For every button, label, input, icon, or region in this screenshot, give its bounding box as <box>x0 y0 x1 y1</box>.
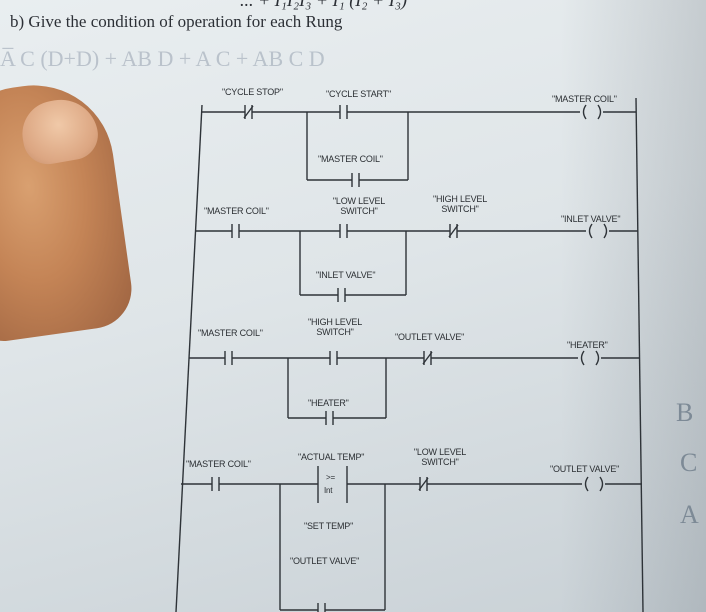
label-master-coil-output: "MASTER COIL" <box>552 94 617 104</box>
label-heater-latch: "HEATER" <box>308 398 349 408</box>
label-master-coil-r2: "MASTER COIL" <box>204 206 269 216</box>
margin-note-a: A <box>680 500 699 529</box>
label-outlet-valve-contact: "OUTLET VALVE" <box>395 332 465 342</box>
label-outlet-valve-latch: "OUTLET VALVE" <box>290 556 360 566</box>
paper-shadow <box>560 0 706 612</box>
bleed-through-text: A̅ C (D+D) + AB D + A C + AB C D <box>0 46 325 71</box>
label-master-coil-r4: "MASTER COIL" <box>186 459 251 469</box>
question-heading: b) Give the condition of operation for e… <box>10 12 343 31</box>
label-inlet-valve-latch: "INLET VALVE" <box>316 270 376 280</box>
label-actual-temp: "ACTUAL TEMP" <box>298 452 365 462</box>
formula-line: ... + I₁I₂I₃ + I₁ (I₂ + I₃) <box>240 0 407 10</box>
label-low-level-switch: "LOW LEVEL SWITCH" <box>332 196 386 216</box>
label-compare-type: Int <box>324 486 333 495</box>
label-inlet-valve-output: "INLET VALVE" <box>561 214 621 224</box>
label-outlet-valve-output: "OUTLET VALVE" <box>550 464 620 474</box>
label-set-temp: "SET TEMP" <box>304 521 354 531</box>
label-low-level-switch-r4: "LOW LEVEL SWITCH" <box>413 447 467 467</box>
label-high-level-switch-r3: "HIGH LEVEL SWITCH" <box>307 317 362 337</box>
label-master-coil-latch: "MASTER COIL" <box>318 154 383 164</box>
margin-note-b: B <box>676 398 694 427</box>
label-cycle-stop: "CYCLE STOP" <box>222 87 283 97</box>
label-compare-op: >= <box>326 473 335 482</box>
label-heater-output: "HEATER" <box>567 340 608 350</box>
margin-note-c: C <box>680 448 698 477</box>
label-cycle-start: "CYCLE START" <box>326 89 391 99</box>
label-master-coil-r3: "MASTER COIL" <box>198 328 263 338</box>
label-high-level-switch: "HIGH LEVEL SWITCH" <box>432 194 487 214</box>
